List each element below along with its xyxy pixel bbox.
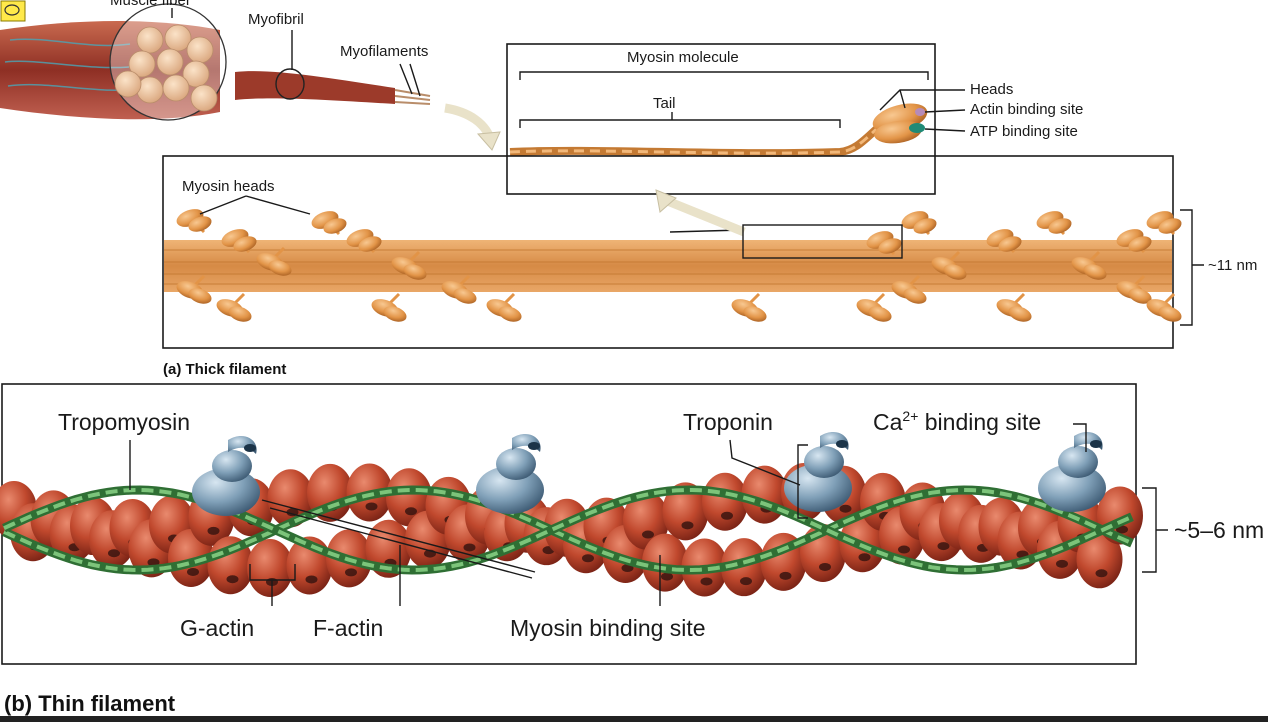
myofibril-end	[114, 70, 142, 98]
g-actin-bead	[623, 491, 669, 550]
myofilaments-label: Myofilaments	[340, 43, 428, 60]
tropomyosin-strand	[2, 485, 1134, 575]
myosin-head	[371, 292, 407, 322]
thin-diameter-label: ~5–6 nm	[1174, 517, 1264, 543]
thick-filament-panel	[162, 155, 1174, 349]
thick-diameter-label: ~11 nm	[1208, 257, 1257, 274]
muscle-fiber-illustration	[0, 0, 501, 151]
heads-label: Heads	[970, 81, 1013, 98]
tropomyosin-strands	[2, 485, 1134, 575]
g-actin-bead	[642, 533, 688, 592]
g-actin-bead	[1076, 530, 1123, 589]
thick-filament-caption: (a) Thick filament	[163, 361, 286, 378]
myosin-head	[1071, 250, 1107, 280]
myosin-binding-site-label: Myosin binding site	[510, 615, 706, 641]
myosin-head	[1116, 274, 1152, 304]
myosin-head	[176, 274, 212, 304]
g-actin-bead	[386, 468, 432, 527]
myosin-tail	[509, 114, 893, 158]
f-actin-label: F-actin	[313, 615, 383, 641]
myosin-head	[1146, 292, 1182, 322]
zoom-box	[742, 224, 903, 259]
troponin-complex	[476, 433, 544, 514]
troponin-complexes	[192, 431, 1106, 516]
myofibril-end	[162, 74, 190, 102]
troponin-label: Troponin	[683, 409, 773, 435]
myosin-head	[996, 292, 1032, 322]
myosin-head	[1146, 211, 1182, 236]
myosin-head	[221, 229, 257, 254]
troponin-complex	[1038, 431, 1106, 512]
myosin-head	[346, 229, 382, 254]
atp-binding-site-marker	[909, 123, 925, 133]
actin-binding-site-label: Actin binding site	[970, 101, 1083, 118]
myofibril-label: Myofibril	[248, 11, 304, 28]
myosin-heads-label: Myosin heads	[182, 178, 275, 195]
myosin-head	[486, 292, 522, 322]
troponin-complex	[192, 435, 260, 516]
myosin-head	[986, 229, 1022, 254]
myosin-head	[891, 274, 927, 304]
myosin-head	[901, 211, 937, 236]
myosin-head	[1116, 229, 1152, 254]
muscle-fiber-label: Muscle fiber	[110, 0, 191, 9]
myosin-molecule-inset-cover	[508, 157, 934, 193]
myofibril-end	[190, 84, 218, 112]
myosin-heads-inset	[872, 103, 928, 144]
tropomyosin-strand	[2, 485, 1134, 575]
myosin-head	[311, 211, 347, 236]
thick-filament-shaft	[164, 240, 1172, 292]
myofibril-end	[128, 50, 156, 78]
myosin-head	[256, 246, 292, 276]
myofibril-end	[186, 36, 214, 64]
myosin-head	[441, 274, 477, 304]
myosin-head	[931, 250, 967, 280]
g-actin-bead	[721, 538, 767, 597]
actin-binding-site-marker	[915, 108, 925, 116]
tail-label: Tail	[653, 95, 676, 112]
myosin-head	[176, 209, 212, 234]
thin-filament-caption: (b) Thin filament	[4, 691, 176, 716]
myofibril-end	[156, 48, 184, 76]
myofibril-end	[164, 24, 192, 52]
myofibril-ends	[114, 24, 218, 112]
g-actin-bead	[702, 472, 748, 531]
myosin-heads-group	[176, 209, 1182, 322]
g-actin-bead	[662, 482, 709, 541]
myosin-head	[856, 292, 892, 322]
myosin-head	[216, 292, 252, 322]
atp-binding-site-label: ATP binding site	[970, 123, 1078, 140]
g-actin-bead	[247, 538, 293, 597]
myosin-head	[731, 292, 767, 322]
ca-binding-site-label: Ca2+ binding site	[873, 408, 1041, 435]
myofibril-end	[182, 60, 210, 88]
myosin-molecule-label: Myosin molecule	[627, 49, 739, 66]
myosin-head	[1036, 211, 1072, 236]
tropomyosin-label: Tropomyosin	[58, 409, 190, 435]
g-actin-label: G-actin	[180, 615, 254, 641]
bottom-bar	[0, 716, 1268, 722]
myosin-head	[391, 250, 427, 280]
myofibril-end	[136, 26, 164, 54]
myosin-head	[866, 231, 902, 256]
troponin-complex	[784, 431, 852, 512]
